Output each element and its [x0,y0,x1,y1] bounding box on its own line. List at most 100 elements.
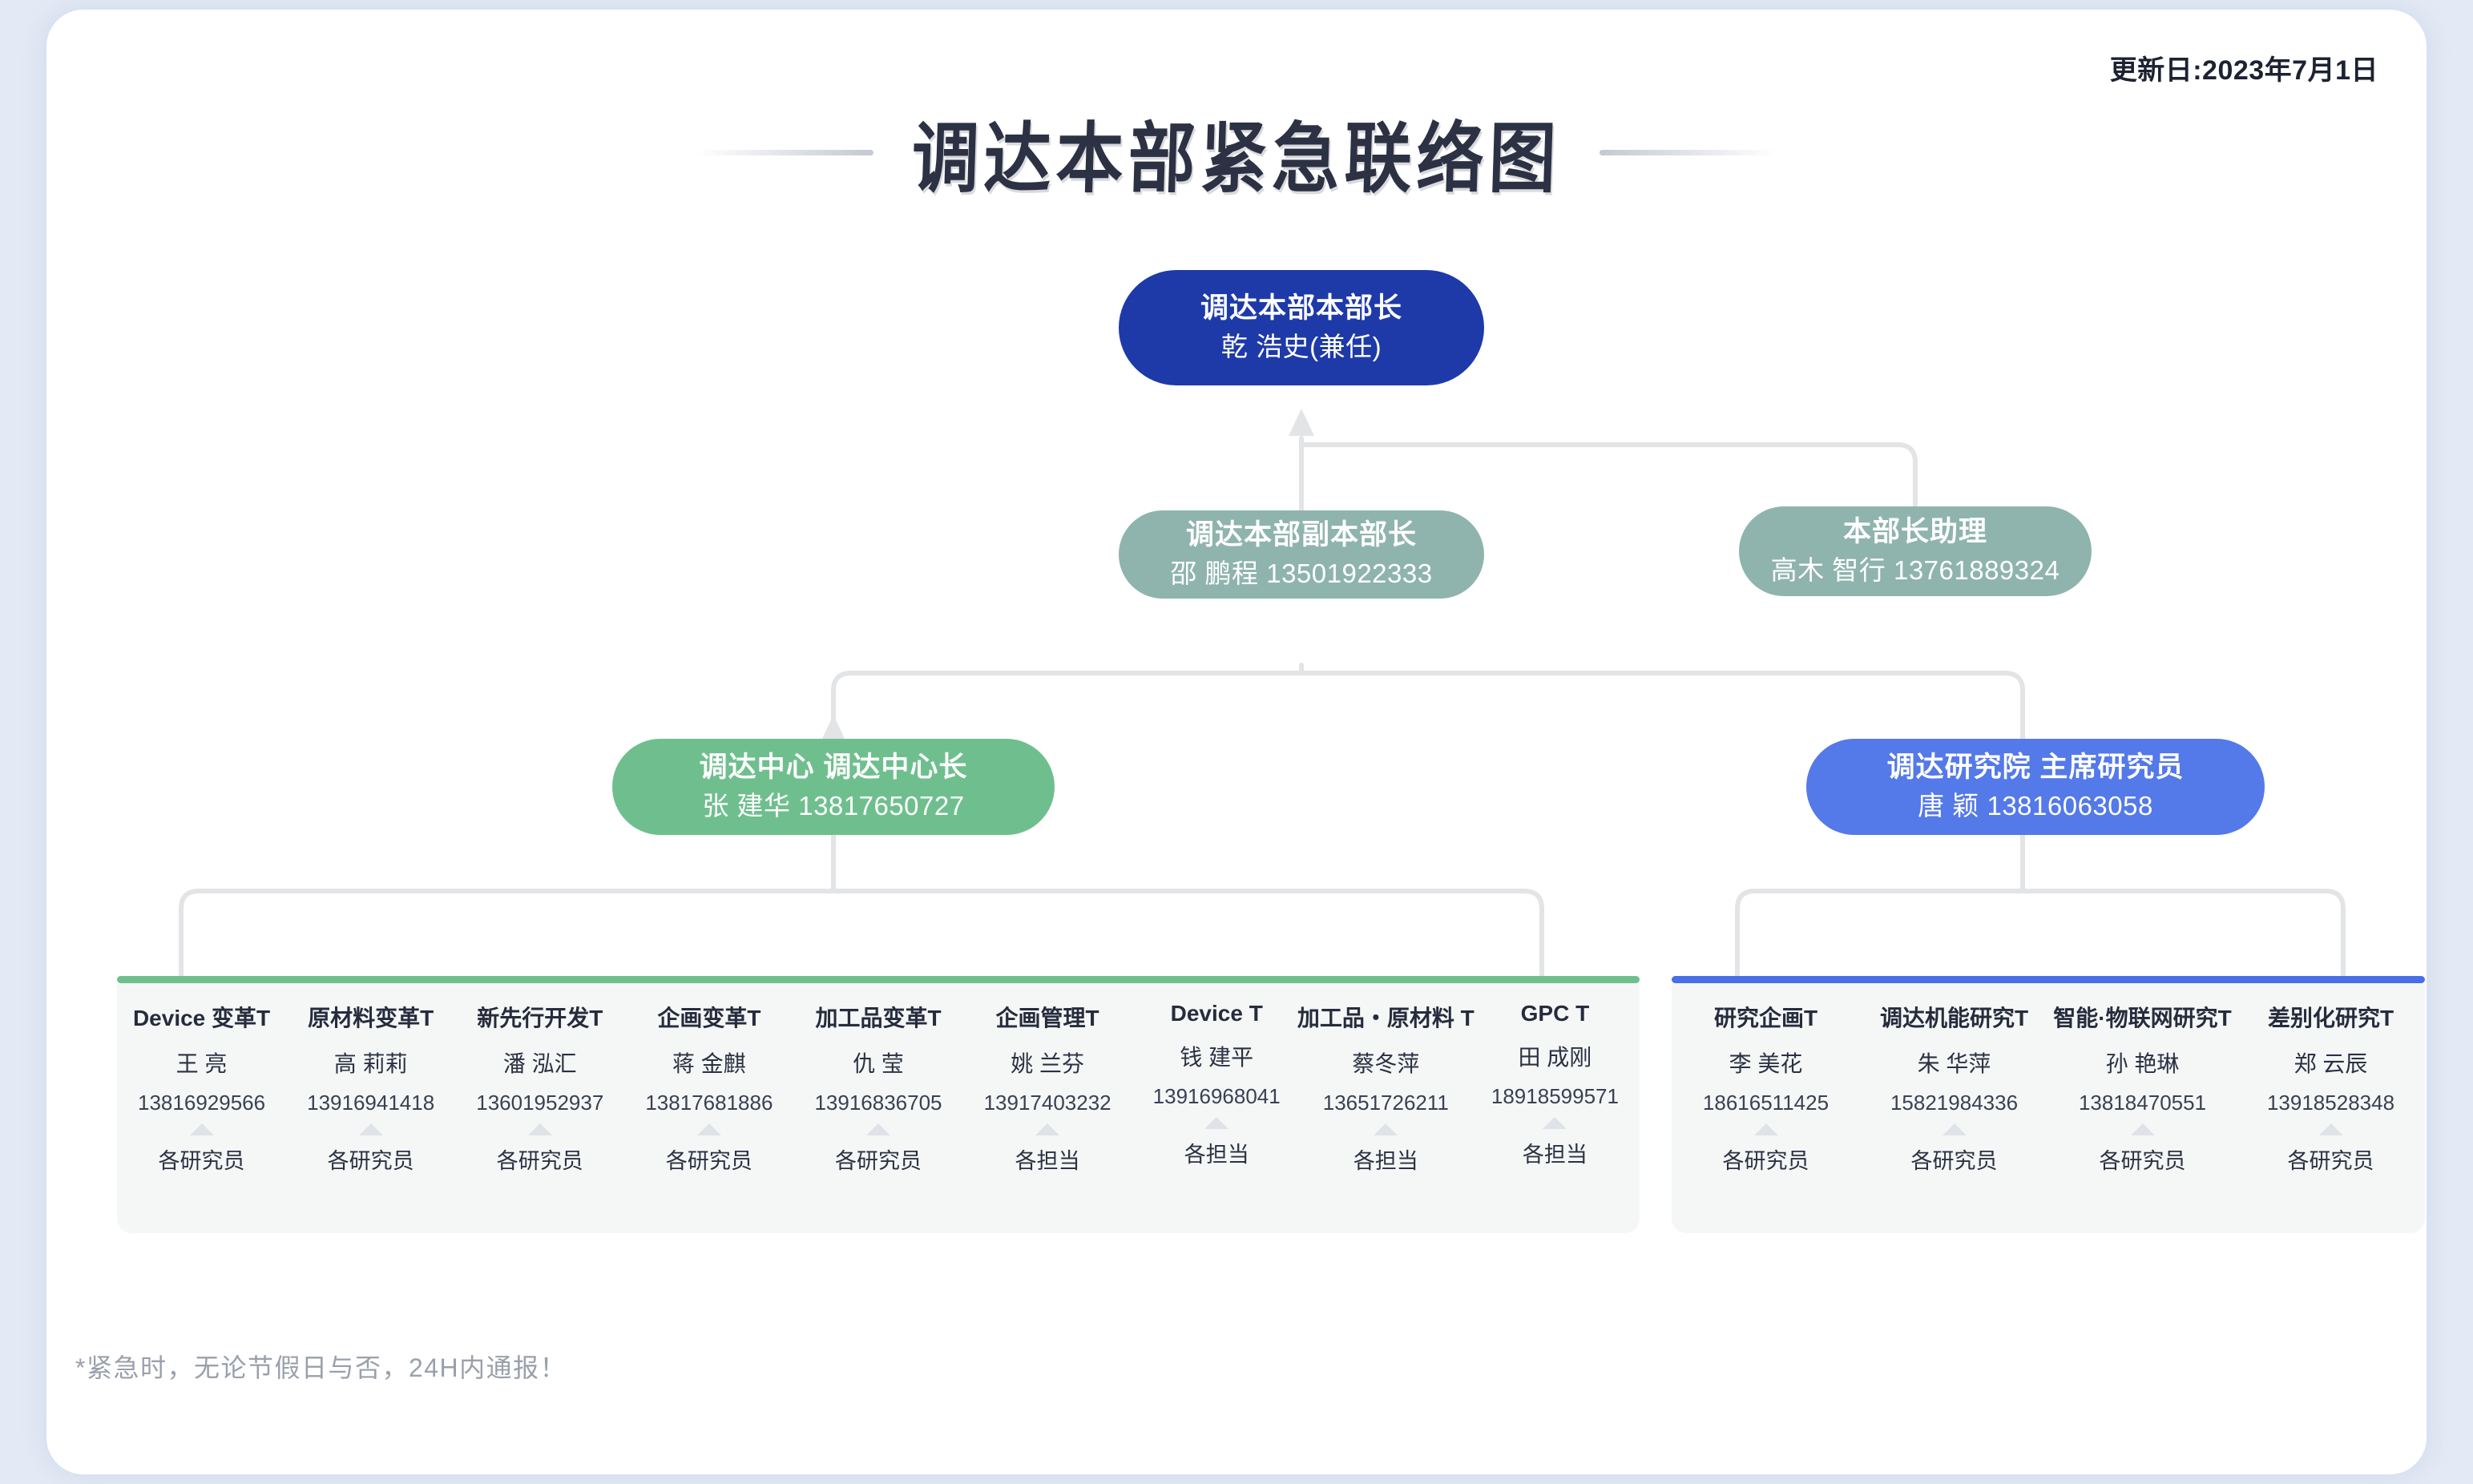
triangle-up-icon [189,1123,214,1135]
node-deputy[interactable]: 调达本部副本部长 邵 鹏程 13501922333 [1119,510,1484,599]
triangle-up-icon [1204,1117,1229,1129]
leaf-team[interactable]: 加工品・原材料 T 蔡冬萍 13651726211 各担当 [1297,983,1475,1175]
triangle-up-icon [527,1123,552,1135]
title-row: 调达本部紧急联络图 [46,104,2427,204]
leaf-role: 各研究员 [834,1149,922,1173]
leaf-phone[interactable]: 18616511425 [1702,1091,1830,1115]
panel-accent-bar-right [1672,976,2425,983]
leaf-role: 各研究员 [1722,1149,1809,1173]
leaf-phone[interactable]: 18918599571 [1491,1084,1619,1108]
node-institute-title: 调达研究院 主席研究员 [1886,752,2185,784]
leaf-name: 朱 华萍 [1917,1051,1991,1076]
node-deputy-title: 调达本部副本部长 [1185,519,1417,551]
triangle-up-icon [1035,1123,1060,1135]
leaf-name: 高 莉莉 [333,1051,408,1076]
leaf-role: 各研究员 [665,1149,752,1173]
update-date: 更新日:2023年7月1日 [2109,55,2378,86]
leaf-phone[interactable]: 13817681886 [645,1091,773,1115]
leaf-title: 原材料变革T [308,1006,434,1030]
leaf-name: 潘 泓汇 [502,1051,577,1076]
arrow-head-icon [821,715,846,742]
leaf-name: 钱 建平 [1180,1045,1254,1070]
node-center-sub: 张 建华 13817650727 [702,791,965,821]
title-rule-left [696,150,873,155]
triangle-up-icon [1374,1123,1398,1135]
arrow-head-icon [1289,409,1314,436]
leaf-phone[interactable]: 13816929566 [138,1091,266,1115]
leaf-role: 各研究员 [2099,1149,2186,1173]
node-deputy-sub: 邵 鹏程 13501922333 [1170,559,1433,589]
triangle-up-icon [696,1123,721,1135]
leaf-title: 加工品变革T [815,1006,942,1030]
leaf-name: 蔡冬萍 [1352,1051,1420,1076]
triangle-up-icon [1753,1123,1778,1135]
node-assistant[interactable]: 本部长助理 高木 智行 13761889324 [1739,506,2092,596]
leaf-title: 差别化研究T [2267,1006,2394,1030]
leaf-name: 田 成刚 [1518,1045,1592,1070]
leaf-phone[interactable]: 15821984336 [1890,1091,2019,1115]
title-rule-right [1600,150,1776,155]
leaf-team[interactable]: 原材料变革T 高 莉莉 13916941418 各研究员 [286,983,455,1175]
leaf-phone[interactable]: 13917403232 [983,1091,1111,1115]
leaf-team[interactable]: 差别化研究T 郑 云辰 13918528348 各研究员 [2237,983,2425,1175]
leaf-name: 蒋 金麒 [672,1051,746,1076]
node-assistant-title: 本部长助理 [1842,516,1987,548]
page-title: 调达本部紧急联络图 [910,112,1563,204]
triangle-up-icon [1942,1123,1967,1135]
leaf-role: 各研究员 [327,1149,414,1173]
triangle-up-icon [865,1123,890,1135]
node-head-title: 调达本部本部长 [1200,292,1402,325]
leaf-title: 研究企画T [1713,1006,1818,1030]
leaf-role: 各担当 [1184,1143,1249,1167]
panel-accent-bar-left [117,976,1640,983]
leaf-phone[interactable]: 13651726211 [1322,1091,1449,1115]
leaf-phone[interactable]: 13916836705 [814,1091,942,1115]
leaf-team[interactable]: 调达机能研究T 朱 华萍 15821984336 各研究员 [1860,983,2048,1175]
triangle-up-icon [2318,1123,2343,1135]
node-head[interactable]: 调达本部本部长 乾 浩史(兼任) [1119,270,1484,385]
triangle-up-icon [2130,1123,2155,1135]
node-center[interactable]: 调达中心 调达中心长 张 建华 13817650727 [612,739,1055,835]
leaf-name: 王 亮 [175,1051,228,1076]
leaf-phone[interactable]: 13601952937 [476,1091,604,1115]
node-assistant-sub: 高木 智行 13761889324 [1770,555,2060,586]
node-center-title: 调达中心 调达中心长 [699,752,968,784]
leaf-role: 各研究员 [2287,1149,2374,1173]
leaf-role: 各研究员 [1910,1149,1998,1173]
leaf-team[interactable]: 企画变革T 蒋 金麒 13817681886 各研究员 [624,983,793,1175]
leaf-phone[interactable]: 13918528348 [2266,1091,2395,1115]
node-institute[interactable]: 调达研究院 主席研究员 唐 颖 13816063058 [1806,739,2265,835]
leaf-title: 加工品・原材料 T [1297,1006,1475,1030]
leaf-title: 调达机能研究T [1879,1006,2029,1030]
node-institute-sub: 唐 颖 13816063058 [1918,791,2153,821]
leaf-phone[interactable]: 13916941418 [307,1091,435,1115]
chart-card: 更新日:2023年7月1日 调达本部紧急联络图 [46,10,2427,1474]
leaf-phone[interactable]: 13818470551 [2078,1091,2207,1115]
footnote: *紧急时，无论节假日与否，24H内通报！ [75,1353,567,1382]
leaf-title: Device T [1170,1001,1263,1026]
leaf-title: 企画变革T [657,1006,761,1030]
leaf-phone[interactable]: 13916968041 [1152,1084,1281,1108]
triangle-up-icon [358,1123,383,1135]
leaf-role: 各担当 [1353,1149,1418,1173]
leaf-title: 企画管理T [995,1006,1099,1030]
leaf-name: 孙 艳琳 [2105,1051,2180,1076]
leaf-role: 各担当 [1015,1149,1080,1173]
leaf-role: 各研究员 [158,1149,245,1173]
leaf-title: 新先行开发T [477,1006,603,1030]
leaf-title: GPC T [1520,1001,1590,1026]
node-head-sub: 乾 浩史(兼任) [1220,332,1382,362]
leaf-team[interactable]: Device T 钱 建平 13916968041 各担当 [1132,983,1301,1168]
leaf-name: 郑 云辰 [2293,1051,2368,1076]
